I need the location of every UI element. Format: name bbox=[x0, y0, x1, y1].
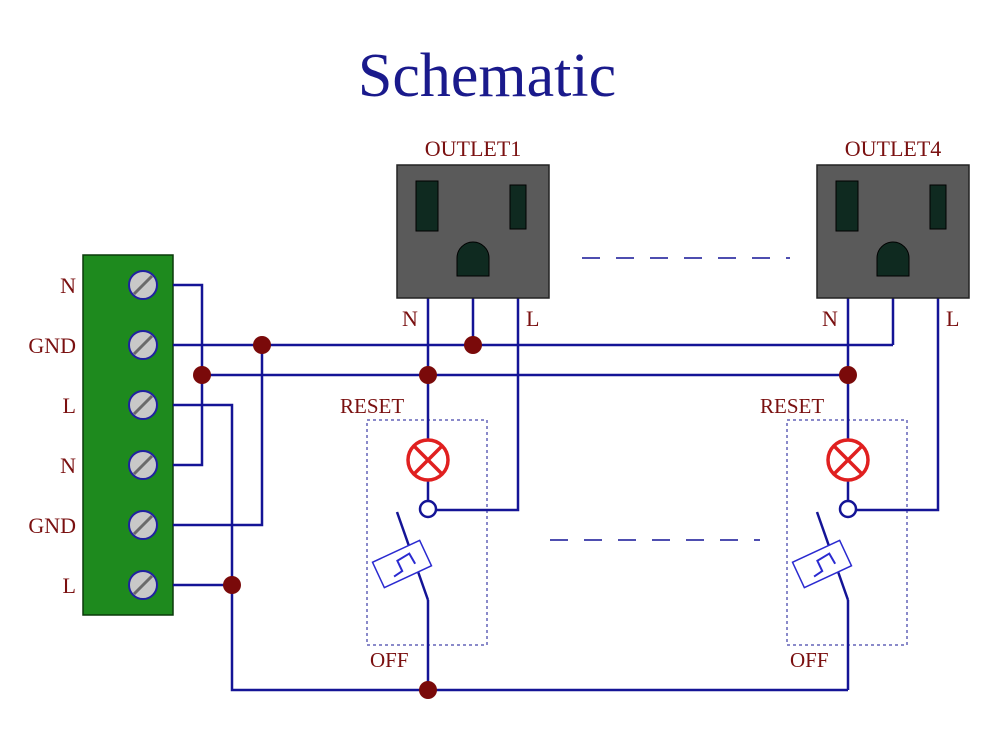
outlet1-reset-label: RESET bbox=[340, 394, 404, 418]
outlet1-neutral-slot bbox=[415, 180, 439, 232]
junction-node-icon bbox=[419, 366, 437, 384]
outlet4-n-label: N bbox=[822, 306, 838, 331]
outlet4-hot-slot bbox=[929, 184, 947, 230]
terminal-block-body bbox=[82, 254, 174, 616]
junction-node-icon bbox=[419, 681, 437, 699]
indicator-lamp-icon bbox=[406, 438, 450, 482]
outlet1-switch-box bbox=[366, 419, 488, 646]
junction-node-icon bbox=[193, 366, 211, 384]
outlet1-off-label: OFF bbox=[370, 648, 409, 672]
junction-node-icon bbox=[223, 576, 241, 594]
terminal-block: N GND L N GND L bbox=[28, 254, 174, 616]
outlet4-reset-label: RESET bbox=[760, 394, 824, 418]
screw-terminal-icon bbox=[128, 390, 158, 420]
indicator-lamp-icon bbox=[826, 438, 870, 482]
junction-node-icon bbox=[464, 336, 482, 354]
thermal-breaker-icon bbox=[791, 511, 853, 601]
screw-terminal-icon bbox=[128, 270, 158, 300]
screw-terminal-icon bbox=[128, 330, 158, 360]
junction-node-icon bbox=[839, 366, 857, 384]
junction-node-icon bbox=[253, 336, 271, 354]
outlet1-n-label: N bbox=[402, 306, 418, 331]
terminal-label: N bbox=[60, 453, 76, 478]
outlet1-l-wire bbox=[437, 298, 520, 512]
thermal-breaker-icon bbox=[371, 511, 433, 601]
outlet1-name: OUTLET1 bbox=[425, 136, 522, 161]
outlet4-l-label: L bbox=[946, 306, 959, 331]
outlet4-neutral-slot bbox=[835, 180, 859, 232]
outlet4-ground-hole bbox=[876, 241, 910, 277]
junction-nodes bbox=[193, 336, 857, 699]
terminal-label: L bbox=[63, 393, 76, 418]
terminal-label: GND bbox=[28, 513, 76, 538]
outlet1-hot-slot bbox=[509, 184, 527, 230]
wires bbox=[173, 283, 940, 692]
diagram-title: Schematic bbox=[358, 42, 616, 110]
terminal-label: GND bbox=[28, 333, 76, 358]
outlet1-l-label: L bbox=[526, 306, 539, 331]
screw-terminal-icon bbox=[128, 450, 158, 480]
outlet1-contact-terminal bbox=[418, 499, 438, 519]
outlet-4: OUTLET4 N L RESET OFF bbox=[760, 136, 970, 672]
outlet4-l-wire bbox=[857, 298, 940, 512]
l-bus bbox=[173, 403, 848, 692]
wire-n1 bbox=[173, 283, 204, 375]
outlet-1: OUTLET1 N L RESET OFF bbox=[340, 136, 550, 672]
wire-n2 bbox=[173, 375, 204, 467]
wire-gnd2 bbox=[173, 345, 264, 527]
terminal-label: L bbox=[63, 573, 76, 598]
outlet4-off-label: OFF bbox=[790, 648, 829, 672]
screw-terminal-icon bbox=[128, 570, 158, 600]
outlet4-contact-terminal bbox=[838, 499, 858, 519]
screw-terminal-icon bbox=[128, 510, 158, 540]
terminal-label: N bbox=[60, 273, 76, 298]
outlet4-switch-box bbox=[786, 419, 908, 646]
outlet1-ground-hole bbox=[456, 241, 490, 277]
outlet4-name: OUTLET4 bbox=[845, 136, 942, 161]
